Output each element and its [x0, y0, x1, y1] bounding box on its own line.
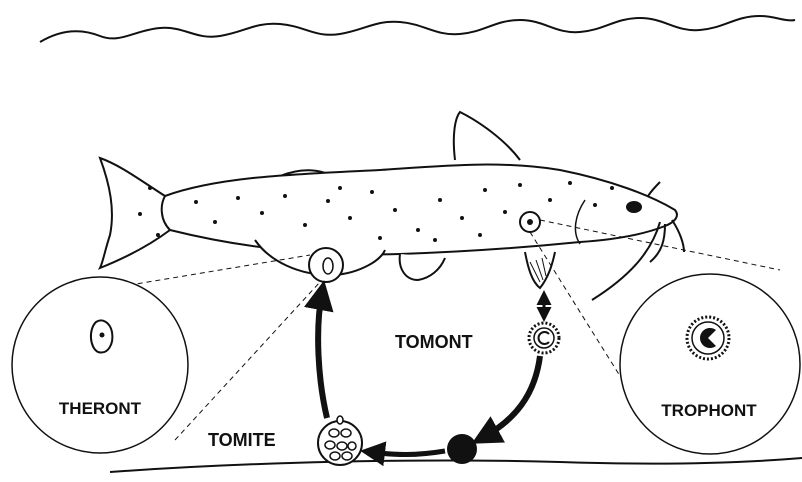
dividing-cyst: [447, 434, 477, 464]
theront-label: THERONT: [59, 399, 142, 418]
arrow-cyst-to-tomite: [370, 451, 445, 455]
tomont-cell: [529, 323, 559, 353]
fish-tail: [100, 158, 170, 268]
trophont-label: TROPHONT: [661, 401, 757, 420]
tomite-label: TOMITE: [208, 430, 276, 450]
trophont-zoom-circle: TROPHONT: [620, 274, 800, 454]
fish-dorsal-fin: [454, 112, 520, 160]
theront-cell-small: [309, 248, 343, 282]
tomite-cyst: [318, 416, 362, 465]
fish-pelvic-fin: [400, 254, 445, 280]
fish-eye: [626, 201, 642, 213]
arrow-tomite-to-theront: [318, 292, 327, 418]
catfish: [100, 112, 684, 300]
theront-zoom-circle: THERONT: [12, 277, 188, 453]
tomont-label: TOMONT: [395, 332, 473, 352]
arrow-tomont-to-cyst: [482, 356, 540, 438]
fish-body: [162, 165, 677, 255]
trophont-spot-on-fish: [520, 212, 540, 232]
water-surface: [40, 16, 795, 42]
